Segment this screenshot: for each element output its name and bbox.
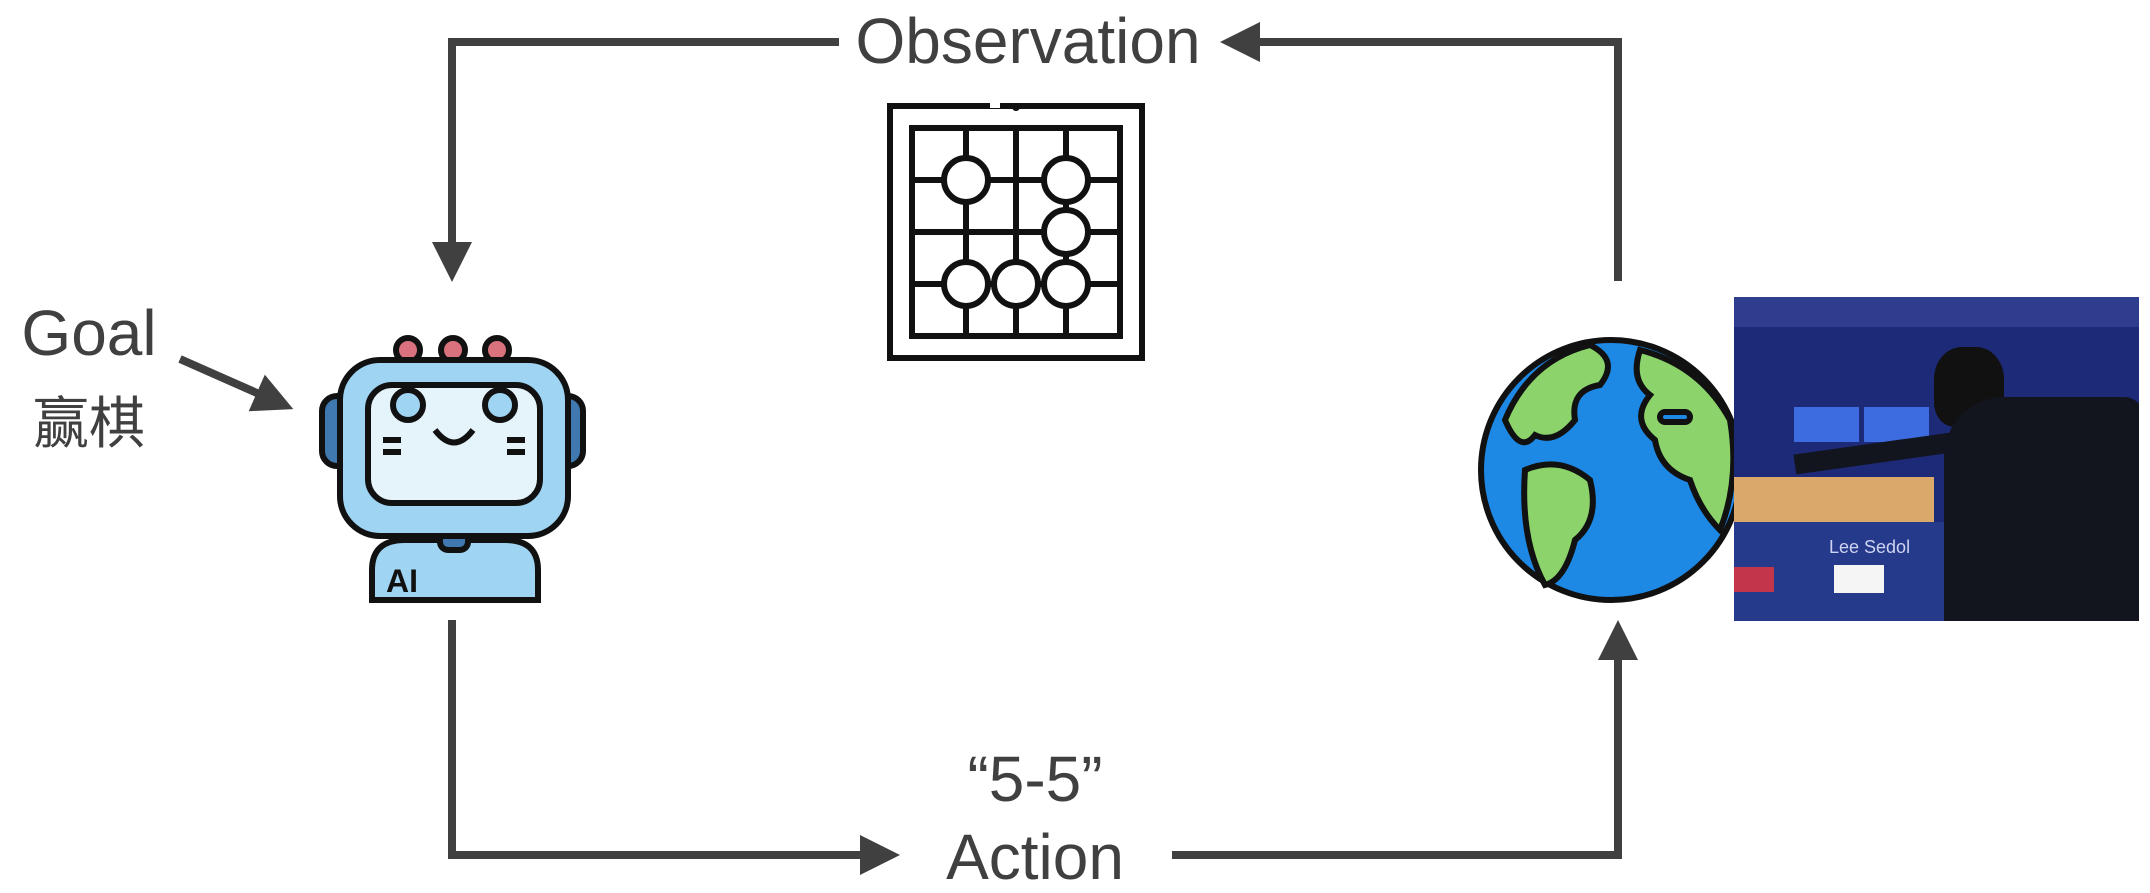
observation-arrow-left bbox=[432, 38, 839, 282]
action-arrow-right bbox=[1172, 620, 1638, 859]
goal-arrow bbox=[178, 355, 294, 412]
goal-label: Goal bbox=[21, 297, 157, 369]
action-label: Action bbox=[946, 821, 1124, 893]
go-match-photo: Lee Sedol bbox=[1734, 297, 2139, 621]
action-value-label: “5-5” bbox=[967, 743, 1103, 815]
svg-text:AI: AI bbox=[386, 563, 418, 599]
robot-ai-icon: AI bbox=[319, 335, 586, 603]
goal-chinese-label: 赢棋 bbox=[33, 392, 145, 457]
go-board-icon bbox=[887, 100, 1145, 361]
photo-caption: Lee Sedol bbox=[1829, 537, 1911, 557]
action-arrow-left bbox=[448, 620, 900, 875]
observation-label: Observation bbox=[855, 5, 1201, 77]
observation-arrow-right bbox=[1220, 22, 1622, 281]
globe-icon bbox=[1478, 337, 1744, 603]
